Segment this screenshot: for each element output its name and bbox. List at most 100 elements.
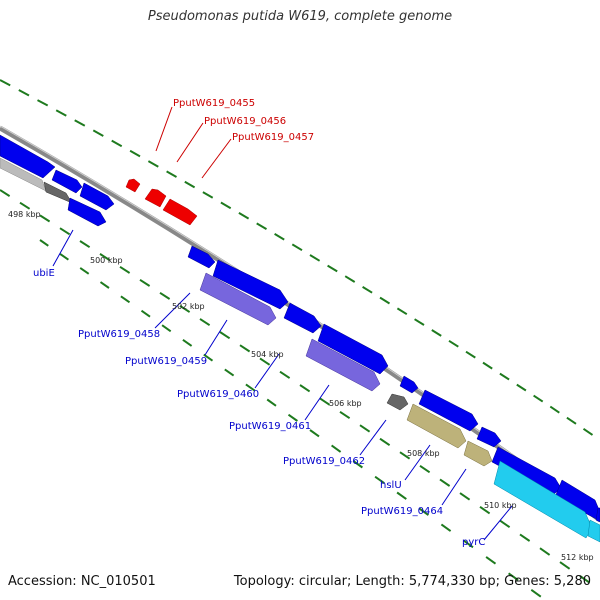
tick-mark-20 — [362, 286, 373, 294]
tick-mark-23 — [414, 318, 425, 326]
tick-mark-10 — [184, 180, 196, 189]
tick-mark-66 — [39, 239, 49, 247]
tick-mark-44 — [179, 304, 191, 313]
tick-mark-43 — [159, 291, 171, 300]
tick-mark-79 — [309, 429, 320, 438]
kbp-label-502: 502 kbp — [172, 302, 205, 311]
tick-mark-8 — [147, 160, 159, 168]
connector-0459 — [204, 319, 228, 356]
tick-mark-33 — [582, 427, 594, 436]
forward-gene-labels: ubiE PputW619_0458 PputW619_0459 PputW61… — [33, 268, 485, 548]
tick-mark-72 — [161, 324, 172, 333]
gene-purple-2[interactable] — [305, 338, 381, 392]
connector-0460 — [254, 353, 280, 389]
tick-mark-9 — [166, 170, 177, 178]
label-pputw619-0461[interactable]: PputW619_0461 — [229, 421, 311, 432]
connector-0455 — [155, 106, 173, 152]
tick-mark-78 — [287, 413, 298, 422]
tick-mark-55 — [399, 451, 411, 460]
tick-mark-14 — [256, 222, 268, 230]
label-pputw619-0462[interactable]: PputW619_0462 — [283, 456, 365, 467]
tick-mark-89 — [530, 588, 542, 598]
tick-mark-22 — [396, 307, 408, 316]
tick-mark-67 — [59, 253, 69, 261]
gene-ubie-upstream[interactable] — [0, 134, 56, 179]
tick-mark-74 — [203, 353, 214, 362]
reverse-strand-genes — [125, 178, 198, 226]
tick-mark-69 — [99, 281, 110, 289]
gene-cyan-edge[interactable] — [587, 519, 600, 543]
tick-mark-64 — [579, 575, 591, 584]
connector-0458 — [154, 292, 191, 329]
tick-mark-3 — [55, 109, 67, 117]
tick-mark-45 — [199, 318, 211, 327]
gene-pputw619-0456[interactable] — [144, 188, 167, 208]
tick-mark-84 — [418, 507, 429, 516]
tick-mark-53 — [359, 424, 371, 433]
tick-mark-7 — [129, 149, 141, 158]
tick-mark-0 — [0, 79, 11, 87]
gene-pputw619-0463[interactable] — [418, 389, 479, 432]
connector-0461 — [304, 384, 330, 421]
gene-pputw619-0459[interactable] — [212, 259, 289, 310]
tick-mark-61 — [519, 533, 531, 542]
label-pputw619-0459[interactable]: PputW619_0459 — [125, 356, 207, 367]
tick-mark-47 — [239, 344, 251, 353]
label-pputw619-0460[interactable]: PputW619_0460 — [177, 389, 259, 400]
gene-block-a[interactable] — [51, 169, 83, 194]
tick-mark-1 — [18, 89, 30, 97]
gene-pputw619-0458[interactable] — [187, 245, 216, 269]
tick-mark-39 — [79, 240, 91, 249]
gene-gray-3[interactable] — [386, 393, 409, 411]
tick-mark-32 — [566, 416, 577, 425]
tick-mark-73 — [182, 338, 193, 347]
gene-olive-2[interactable] — [463, 440, 493, 467]
connector-0457 — [201, 138, 232, 179]
gene-edge-right-2[interactable] — [595, 507, 600, 523]
tick-marks — [0, 79, 594, 598]
tick-mark-57 — [439, 478, 451, 487]
tick-mark-75 — [224, 368, 235, 377]
tick-mark-68 — [79, 267, 90, 275]
tick-mark-42 — [139, 278, 151, 287]
connector-ubie — [52, 229, 74, 267]
connector-hslu — [404, 444, 431, 481]
label-hslu[interactable]: hslU — [380, 480, 402, 491]
tick-mark-17 — [309, 254, 321, 262]
gene-pputw619-0461[interactable] — [317, 323, 389, 375]
gene-pputw619-0462[interactable] — [399, 375, 419, 394]
connector-0456 — [176, 122, 204, 163]
tick-mark-60 — [499, 519, 511, 529]
gene-edge-right[interactable] — [554, 479, 600, 522]
label-pyrc[interactable]: pyrC — [462, 537, 485, 548]
gene-pputw619-0460[interactable] — [283, 302, 322, 334]
tick-mark-2 — [37, 99, 49, 107]
label-ubie[interactable]: ubiE — [33, 268, 55, 279]
gene-olive-1[interactable] — [406, 403, 467, 449]
tick-mark-54 — [379, 437, 391, 447]
tick-mark-12 — [220, 201, 232, 210]
tick-mark-71 — [140, 309, 151, 318]
tick-mark-26 — [465, 350, 476, 359]
gene-pputw619-0457[interactable] — [162, 198, 198, 226]
gene-block-b[interactable] — [79, 182, 115, 211]
label-pputw619-0457[interactable]: PputW619_0457 — [232, 132, 314, 143]
tick-mark-81 — [352, 460, 363, 469]
tick-mark-24 — [431, 329, 442, 337]
label-pputw619-0455[interactable]: PputW619_0455 — [173, 98, 255, 109]
gene-ubie-blue[interactable] — [67, 197, 107, 227]
label-pputw619-0458[interactable]: PputW619_0458 — [78, 329, 160, 340]
tick-mark-18 — [327, 264, 338, 273]
tick-mark-87 — [485, 556, 497, 565]
tick-mark-19 — [344, 275, 356, 283]
label-pputw619-0456[interactable]: PputW619_0456 — [204, 116, 286, 127]
kbp-label-510: 510 kbp — [484, 501, 517, 510]
gene-hslu-outer[interactable] — [476, 426, 502, 448]
gene-pputw619-0455[interactable] — [125, 178, 141, 193]
tick-mark-62 — [539, 547, 551, 556]
tick-mark-35 — [0, 189, 11, 197]
tick-mark-21 — [379, 296, 391, 305]
label-pputw619-0464[interactable]: PputW619_0464 — [361, 506, 443, 517]
gene-purple-1[interactable] — [199, 272, 277, 326]
tick-mark-51 — [319, 397, 331, 406]
